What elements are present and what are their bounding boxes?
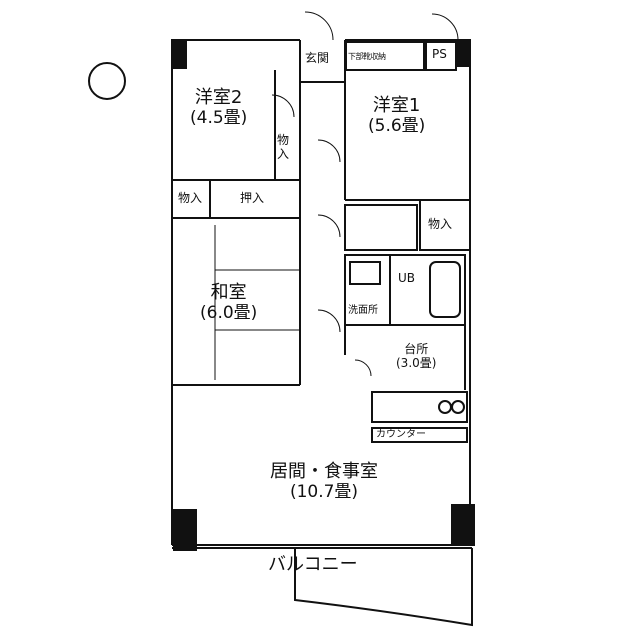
outer-wall [171, 39, 471, 546]
washroom-label: 洗面所 [348, 305, 378, 316]
room-living: 居間・食事室 (10.7畳) [270, 461, 378, 502]
room-wall [419, 200, 470, 251]
room-wall [172, 40, 301, 220]
door-swing [271, 11, 459, 377]
room-size: (6.0畳) [200, 302, 258, 323]
room-size: (10.7畳) [289, 481, 359, 502]
closet-label: 物 入 [277, 133, 290, 161]
stove-burner [438, 400, 452, 414]
room-name: 洋室1 [372, 95, 421, 116]
entrance-label: 玄関 [305, 51, 330, 65]
ub-label: UB [398, 271, 416, 285]
room-name: 台所 [404, 342, 429, 356]
tatami-line [214, 225, 300, 380]
room-size: (3.0畳) [396, 355, 437, 370]
room-japanese: 和室 (6.0畳) [200, 282, 258, 323]
shoe-storage-label: 下部靴収納 [348, 52, 386, 61]
toilet-room [344, 204, 418, 251]
counter-label: カウンター [376, 429, 426, 440]
kitchen-counter [371, 391, 468, 423]
oshiire-label: 押入 [240, 191, 265, 205]
room-name: 居間・食事室 [270, 461, 378, 482]
closet-label: 物入 [428, 217, 453, 231]
room-western1: 洋室1 (5.6畳) [368, 95, 426, 136]
bathtub [429, 261, 461, 318]
room-western2: 洋室2 (4.5畳) [190, 87, 248, 128]
room-name: 洋室2 [194, 87, 243, 108]
room-kitchen: 台所 (3.0畳) [396, 342, 437, 371]
north-compass-icon [88, 62, 126, 100]
balcony-rail [172, 547, 473, 627]
room-wall [344, 324, 466, 390]
wall-column [171, 39, 187, 69]
counter-bar [371, 427, 468, 443]
shoe-storage [345, 41, 425, 71]
room-wall [172, 180, 300, 219]
sink [349, 261, 381, 285]
balcony-label: バルコニー [268, 554, 358, 575]
wall-column [451, 504, 475, 546]
room-size: (4.5畳) [190, 107, 248, 128]
wall-column [455, 39, 471, 67]
room-name: 和室 [210, 282, 247, 303]
closet-label: 物入 [178, 191, 203, 205]
ps-box [425, 41, 457, 71]
stove-burner [451, 400, 465, 414]
ps-label: PS [432, 47, 447, 61]
room-wall [172, 220, 301, 386]
room-size: (5.6畳) [368, 115, 426, 136]
wall-column [173, 509, 197, 551]
